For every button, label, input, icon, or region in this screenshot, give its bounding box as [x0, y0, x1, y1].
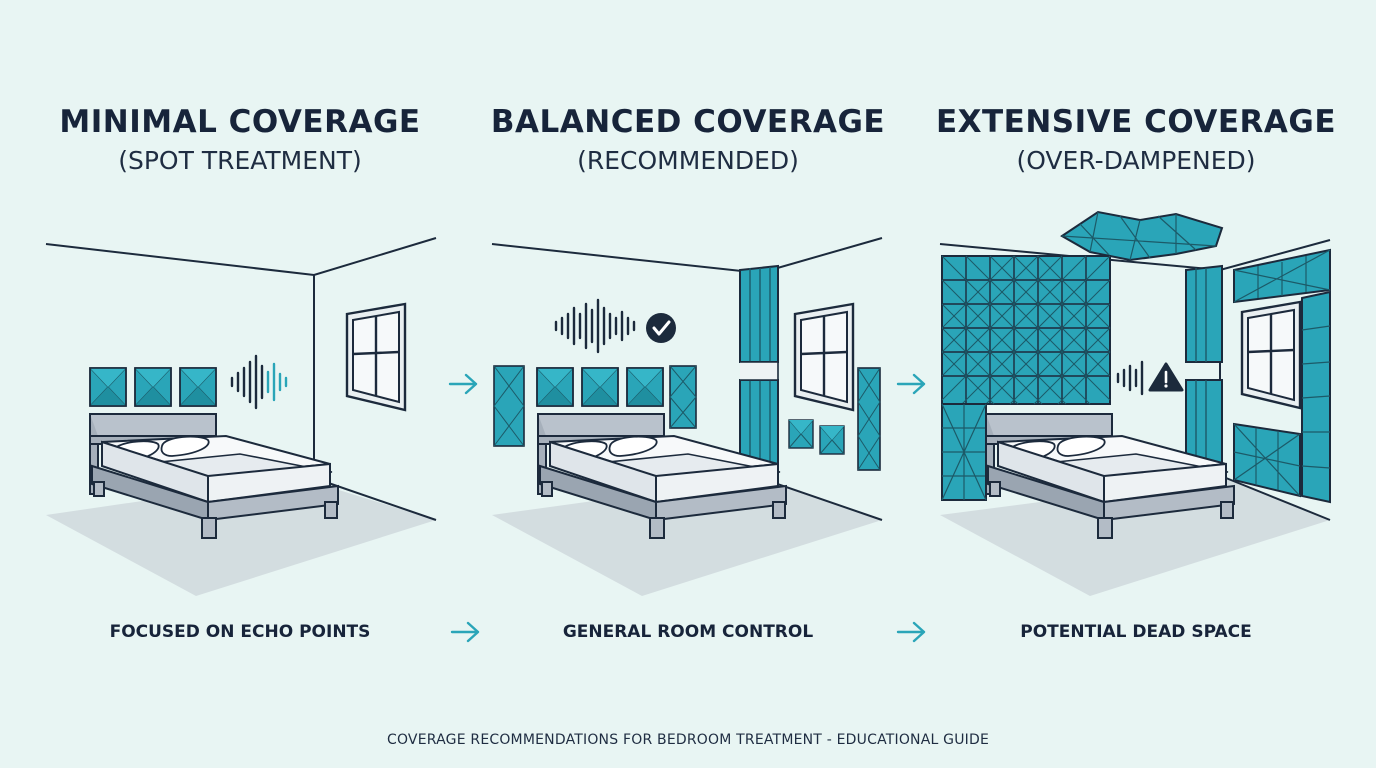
warning-icon	[1148, 362, 1184, 392]
caption-extensive: POTENTIAL DEAD SPACE	[1020, 622, 1252, 642]
check-circle-icon	[646, 313, 676, 343]
panel-title-extensive: EXTENSIVE COVERAGE	[935, 104, 1337, 140]
caption-balanced: GENERAL ROOM CONTROL	[562, 622, 814, 642]
room-minimal	[39, 237, 437, 650]
panel-subtitle-extensive: (OVER-DAMPENED)	[1016, 146, 1256, 175]
caption-minimal: FOCUSED ON ECHO POINTS	[109, 622, 371, 642]
arrow-right-icon	[448, 373, 478, 395]
wall-panel-grid	[941, 255, 1111, 501]
arrow-right-icon	[896, 621, 926, 643]
panel-subtitle-balanced: (RECOMMENDED)	[577, 146, 799, 175]
panel-minimal-header: MINIMAL COVERAGE (SPOT TREATMENT)	[30, 104, 450, 175]
sound-wave-icon	[554, 298, 636, 354]
arrow-right-icon	[896, 373, 926, 395]
sound-wave-icon	[1116, 360, 1144, 396]
panel-balanced-header: BALANCED COVERAGE (RECOMMENDED)	[478, 104, 898, 175]
room-balanced	[487, 237, 883, 650]
panel-title-balanced: BALANCED COVERAGE	[490, 104, 886, 140]
room-extensive	[935, 210, 1331, 650]
panel-extensive-header: EXTENSIVE COVERAGE (OVER-DAMPENED)	[926, 104, 1346, 175]
arrow-right-icon	[450, 621, 480, 643]
acoustic-curtain	[739, 264, 779, 475]
panel-subtitle-minimal: (SPOT TREATMENT)	[118, 146, 362, 175]
footer-note: COVERAGE RECOMMENDATIONS FOR BEDROOM TRE…	[386, 732, 990, 748]
ceiling-cloud-panels	[1060, 210, 1224, 262]
sound-wave-icon	[230, 354, 288, 410]
panel-title-minimal: MINIMAL COVERAGE	[59, 104, 421, 140]
